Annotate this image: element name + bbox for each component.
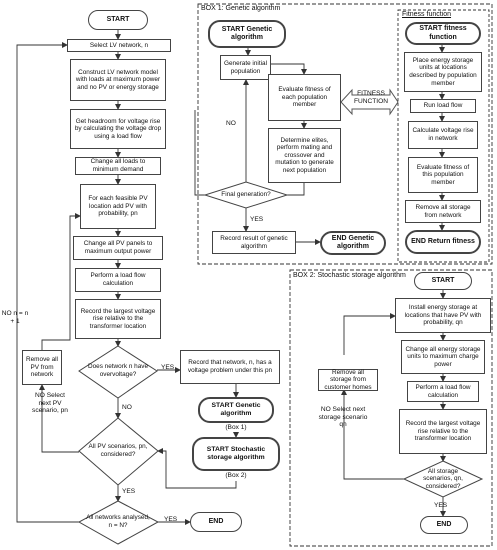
fitness-start: START fitness function xyxy=(405,22,481,45)
box2-start: START xyxy=(414,272,472,290)
all-storage-diamond xyxy=(402,460,484,498)
fitness-evaluate: Evaluate fitness of this population memb… xyxy=(408,157,478,193)
all-networks-question: All networks analysed, n = N? xyxy=(86,514,150,529)
all-networks-yes-label: YES xyxy=(164,516,178,523)
box2-end: END xyxy=(420,516,468,534)
select-network: Select LV network, n xyxy=(67,39,171,52)
fitness-place-storage: Place energy storage units at locations … xyxy=(404,52,482,92)
change-storage: Change all energy storage units to maxim… xyxy=(401,340,485,374)
all-pv-diamond xyxy=(78,417,159,486)
record-largest: Record the largest voltage rise relative… xyxy=(75,299,161,339)
fitness-title-text: Fitness function xyxy=(402,11,452,18)
select-next-storage-label: NO Select next storage scenario qn xyxy=(318,406,368,429)
box1-start: START Genetic algorithm xyxy=(208,20,286,48)
box2-border xyxy=(289,269,493,547)
fitness-border xyxy=(397,9,490,263)
add-pv: For each feasible PV location add PV wit… xyxy=(80,184,156,229)
overvoltage-diamond xyxy=(78,345,158,399)
construct-model: Construct LV network model with loads at… xyxy=(70,59,166,101)
determine-elites: Determine elites, perform mating and cro… xyxy=(268,128,341,183)
fitness-end: END Return fitness xyxy=(405,230,481,254)
box2-record-largest: Record the largest voltage rise relative… xyxy=(399,409,487,454)
generate-population: Generate initial population xyxy=(220,55,271,80)
record-network: Record that network, n, has a voltage pr… xyxy=(180,350,280,384)
overvoltage-no-label: NO xyxy=(122,404,132,411)
fitness-function-arrow xyxy=(340,88,399,116)
record-ga-result: Record result of genetic algorithm xyxy=(212,231,296,254)
all-storage-question: All storage scenarios, qn, considered? xyxy=(423,467,463,490)
change-loads: Change all loads to minimum demand xyxy=(75,157,161,175)
start-stochastic-storage: START Stochastic storage algorithm xyxy=(192,437,280,471)
install-storage: Install energy storage at locations that… xyxy=(395,298,491,333)
network-increment-label: NO n = n + 1 xyxy=(1,310,29,325)
select-network-text: Select LV network, n xyxy=(89,41,149,49)
remove-pv: Remove all PV from network xyxy=(22,350,62,385)
max-output: Change all PV panels to maximum output p… xyxy=(73,236,163,260)
box1-end: END Genetic algorithm xyxy=(320,231,386,255)
overvoltage-yes-label: YES xyxy=(161,364,175,371)
headroom: Get headroom for voltage rise by calcula… xyxy=(70,109,166,149)
evaluate-fitness: Evaluate fitness of each population memb… xyxy=(268,74,341,121)
start-ga-box-ref: (Box 1) xyxy=(225,424,247,431)
remove-storage: Remove all storage from customer homes xyxy=(318,369,378,391)
load-flow: Perform a load flow calculation xyxy=(75,268,161,292)
main-start: START xyxy=(88,10,148,30)
final-generation-question: Final generation? xyxy=(221,191,271,199)
overvoltage-question: Does network n have overvoltage? xyxy=(87,363,149,378)
select-next-pv-label: NO Select next PV scenario, pn xyxy=(32,392,68,415)
box2-title: BOX 2: Stochastic storage algorithm xyxy=(293,272,406,279)
fitness-title: Fitness function xyxy=(402,11,451,18)
fitness-calc-voltage: Calculate voltage rise in network xyxy=(408,121,478,149)
box2-load-flow: Perform a load flow calculation xyxy=(407,381,479,402)
main-end: END xyxy=(190,512,242,532)
all-pv-question: All PV scenarios, pn, considered? xyxy=(88,443,148,458)
all-pv-yes-label: YES xyxy=(122,488,136,495)
start-ssa-box-ref: (Box 2) xyxy=(225,472,247,479)
final-generation-diamond xyxy=(203,181,289,209)
box1-border xyxy=(197,3,493,265)
all-networks-diamond xyxy=(77,500,160,545)
fitness-function-label: FITNESS FUNCTION xyxy=(353,90,389,105)
box2-yes-label: YES xyxy=(434,502,448,509)
box1-yes-label: YES xyxy=(250,216,264,223)
fitness-run-load-flow: Run load flow xyxy=(410,99,476,113)
fitness-remove-storage: Remove all storage from network xyxy=(405,200,481,223)
start-genetic-algorithm: START Genetic algorithm xyxy=(198,397,274,423)
box1-no-label: NO xyxy=(226,120,236,127)
box1-title: BOX 1: Genetic algorithm xyxy=(201,5,281,12)
